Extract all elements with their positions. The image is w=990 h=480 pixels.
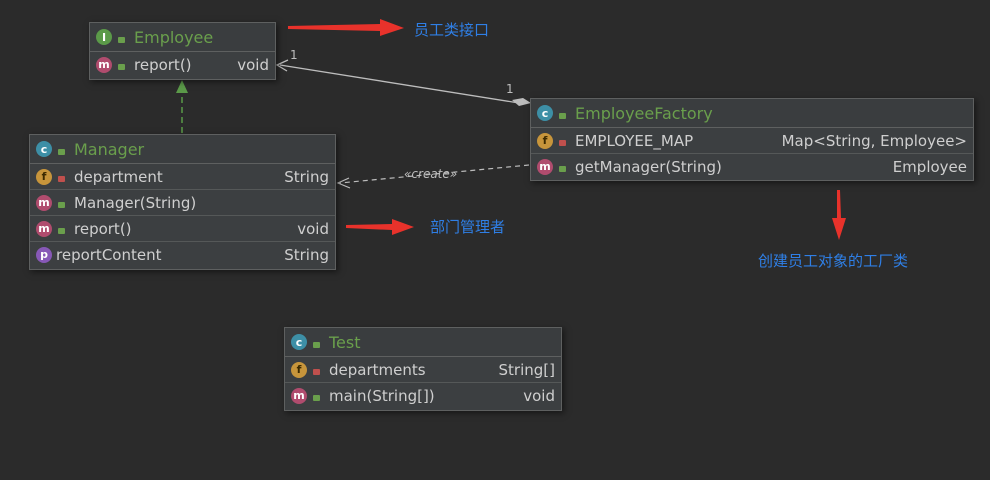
annotation-arrow-manager [346,219,414,235]
manager-class-box[interactable]: c Manager f department String m Manager(… [29,134,336,270]
class-name: Manager [74,139,145,159]
class-name: Test [329,332,361,352]
static-field-icon: f [537,132,553,149]
property-icon: p [36,246,52,263]
annotation-arrow-employee [288,19,404,36]
public-visibility-icon [557,161,567,173]
member-row[interactable]: m main(String[]) void [285,383,561,408]
public-visibility-icon [116,31,126,43]
member-name: reportContent [56,245,162,264]
manager-header[interactable]: c Manager [30,135,335,164]
employee-factory-header[interactable]: c EmployeeFactory [531,99,973,128]
dependency-line [339,164,530,184]
manager-annotation: 部门管理者 [430,218,506,236]
test-class-box[interactable]: c Test f departments String[] m main(Str… [284,327,562,411]
multiplicity-factory: 1 [506,82,514,96]
public-visibility-icon [116,59,126,71]
member-row[interactable]: m Manager(String) [30,190,335,216]
member-row[interactable]: m report() void [30,216,335,242]
member-type: void [523,386,555,405]
public-visibility-icon [56,197,66,209]
member-name: department [74,167,163,186]
method-icon: m [36,220,52,237]
class-icon: c [36,141,52,157]
public-visibility-icon [56,223,66,235]
member-row[interactable]: f departments String[] [285,357,561,383]
member-type: void [297,219,329,238]
employee-factory-class-box[interactable]: c EmployeeFactory f EMPLOYEE_MAP Map<Str… [530,98,974,181]
interface-icon: I [96,29,112,45]
member-type: Map<String, Employee> [781,131,967,150]
aggregation-line [279,64,520,104]
public-visibility-icon [311,390,321,402]
member-row[interactable]: f EMPLOYEE_MAP Map<String, Employee> [531,128,973,154]
member-name: report() [74,219,132,238]
private-visibility-icon [311,364,321,376]
member-name: getManager(String) [575,157,722,176]
member-type: String [284,167,329,186]
member-name: EMPLOYEE_MAP [575,131,694,150]
member-name: departments [329,360,426,379]
public-visibility-icon [56,143,66,155]
member-row[interactable]: m report() void [90,52,275,77]
class-name: Employee [134,27,214,47]
field-icon: f [36,168,52,185]
static-method-icon: m [537,158,553,175]
realization-arrowhead [176,80,188,93]
public-visibility-icon [311,336,321,348]
create-stereotype-label: «create» [404,167,458,181]
member-row[interactable]: p reportContent String [30,242,335,267]
employee-annotation: 员工类接口 [414,21,490,39]
member-type: Employee [892,157,967,176]
method-icon: m [36,194,52,211]
class-icon: c [291,334,307,350]
member-name: main(String[]) [329,386,435,405]
member-name: report() [134,55,192,74]
method-icon: m [96,56,112,73]
class-icon: c [537,105,553,121]
member-name: Manager(String) [74,193,197,212]
employee-header[interactable]: I Employee [90,23,275,52]
factory-annotation: 创建员工对象的工厂类 [758,252,909,270]
member-row[interactable]: f department String [30,164,335,190]
public-visibility-icon [557,107,567,119]
dependency-arrowhead [336,177,351,189]
aggregation-diamond [512,98,531,106]
class-name: EmployeeFactory [575,103,713,123]
annotation-arrow-factory [832,190,846,240]
test-header[interactable]: c Test [285,328,561,357]
member-type: void [237,55,269,74]
employee-interface-box[interactable]: I Employee m report() void [89,22,276,80]
static-method-icon: m [291,387,307,404]
static-field-icon: f [291,361,307,378]
private-visibility-icon [56,171,66,183]
member-type: String [284,245,329,264]
aggregation-arrowhead [275,59,289,72]
multiplicity-employee: 1 [290,48,298,62]
member-type: String[] [498,360,555,379]
private-visibility-icon [557,135,567,147]
member-row[interactable]: m getManager(String) Employee [531,154,973,179]
